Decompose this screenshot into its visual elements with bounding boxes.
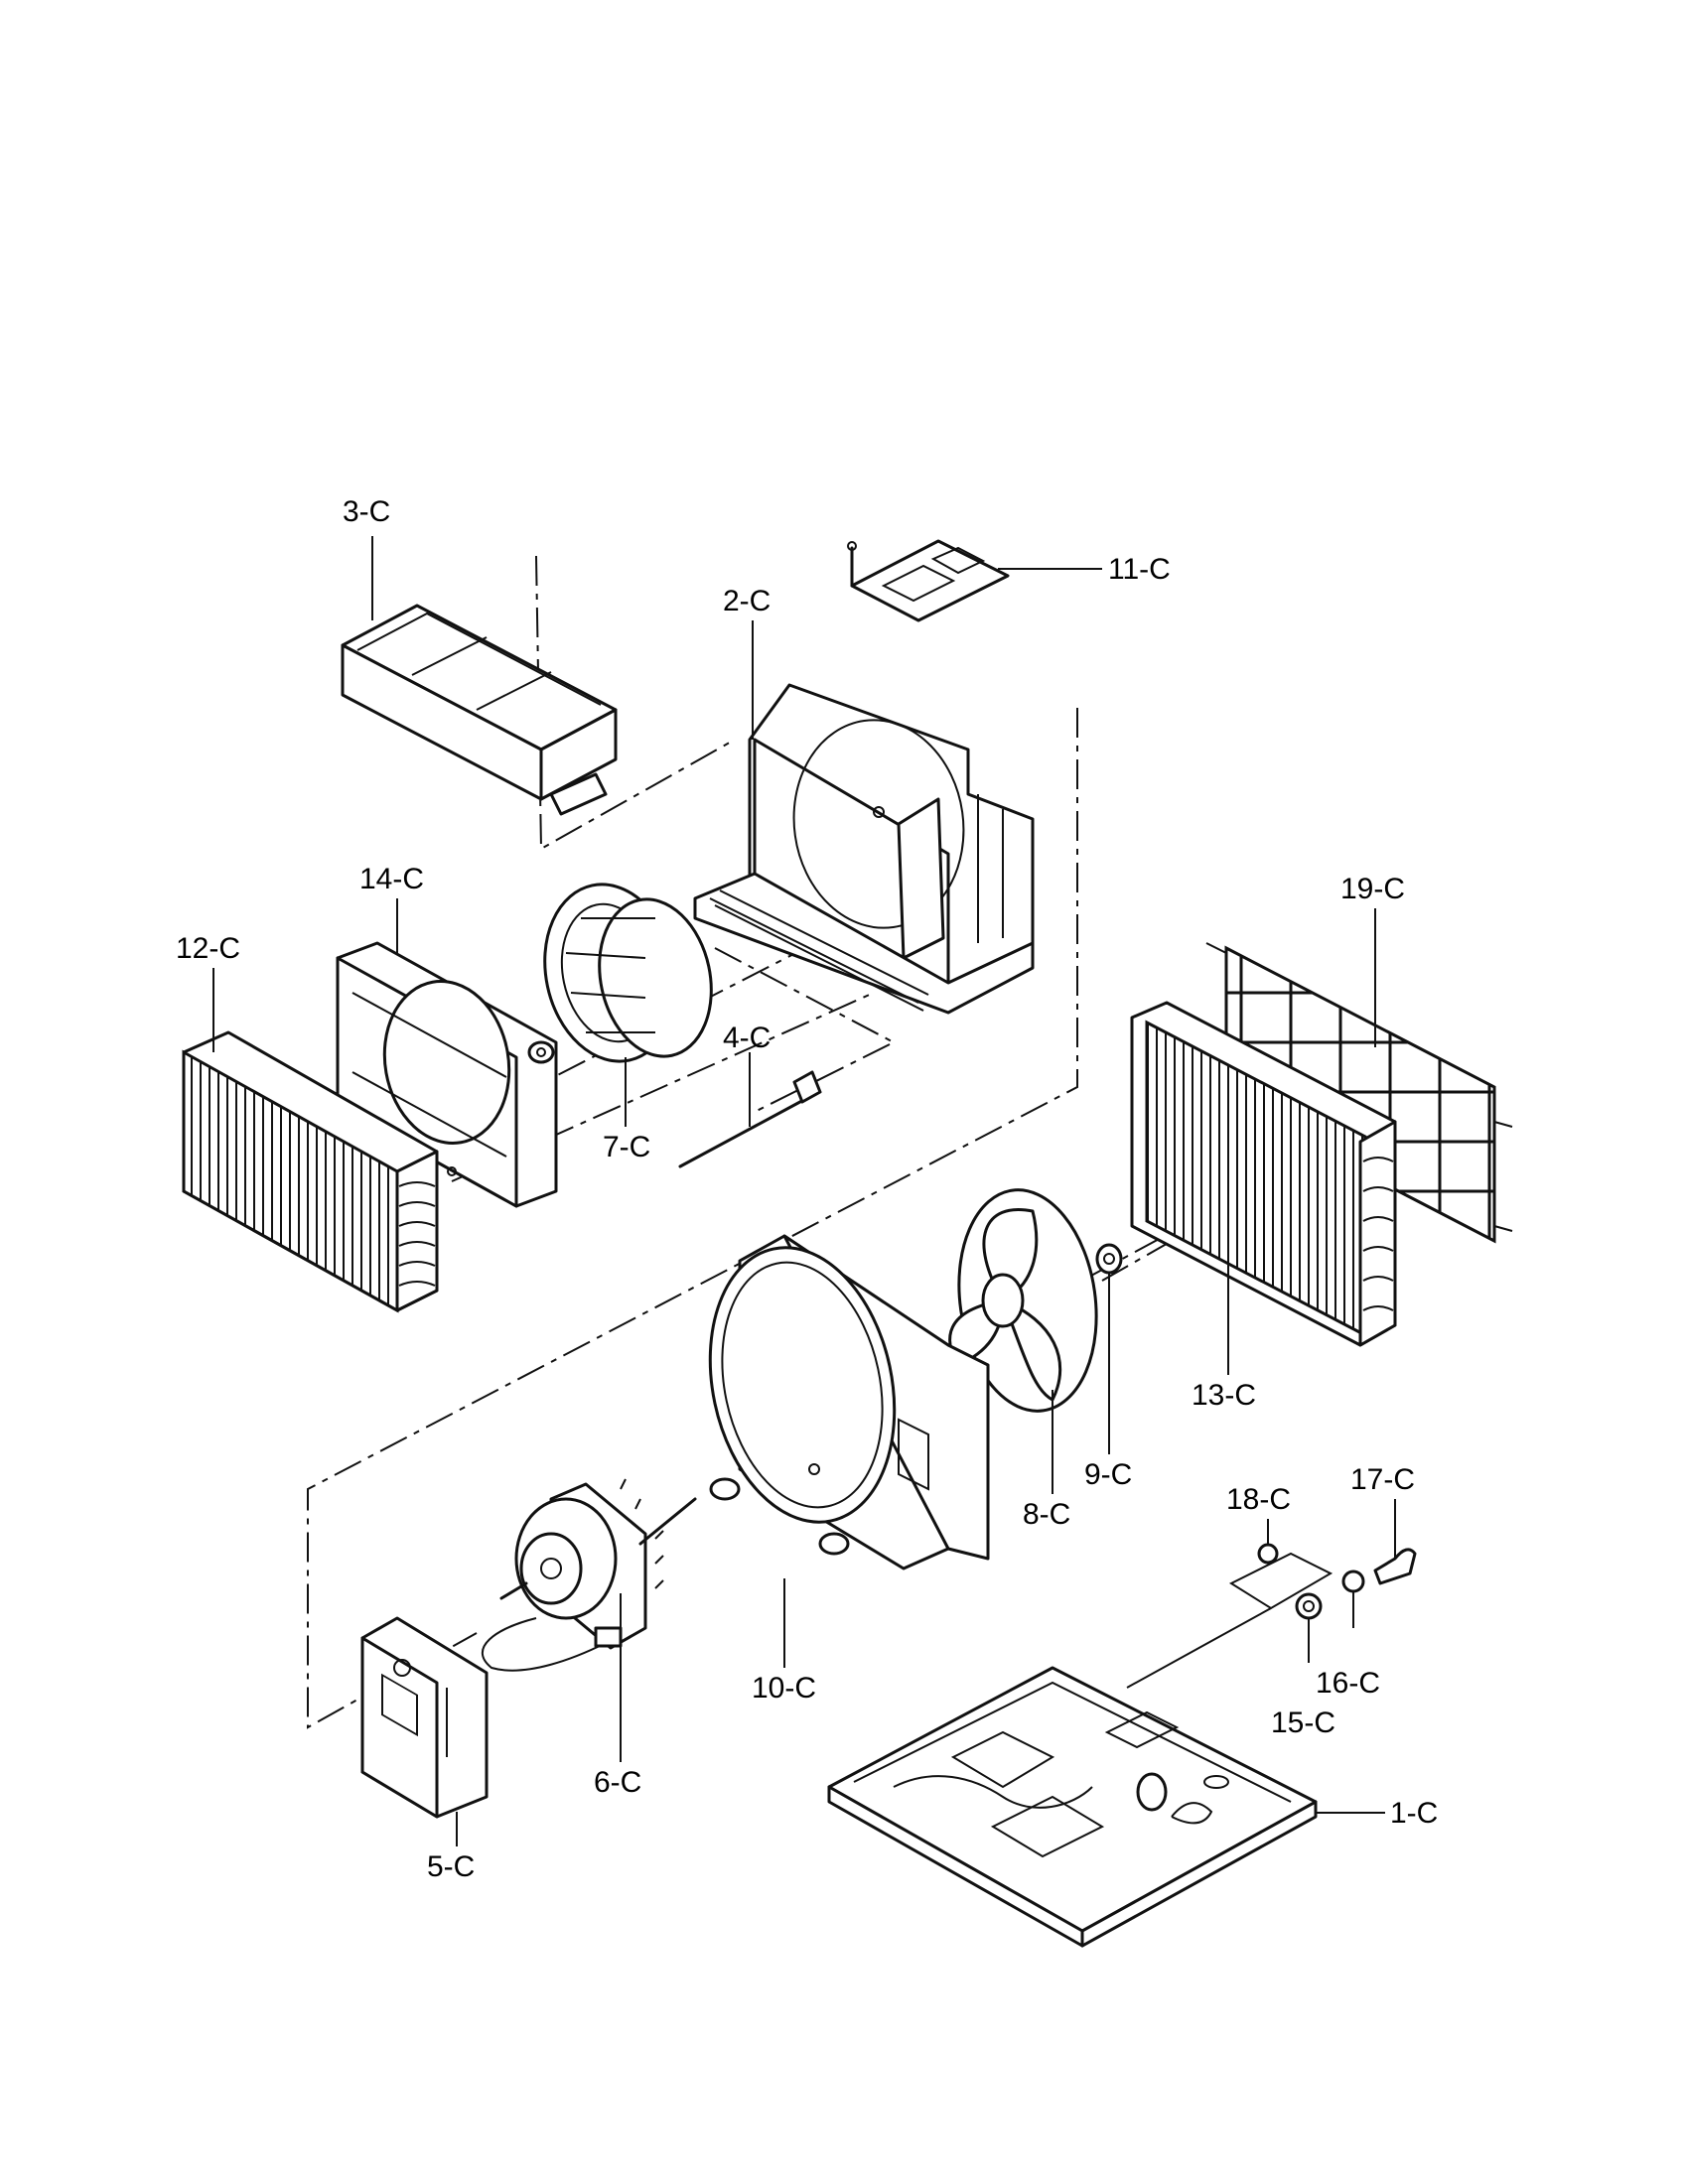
label-12c: 12-C bbox=[176, 932, 240, 965]
label-17c: 17-C bbox=[1350, 1463, 1415, 1496]
part-5c-bracket bbox=[360, 1616, 489, 1819]
label-10c: 10-C bbox=[752, 1672, 816, 1705]
label-4c: 4-C bbox=[723, 1022, 771, 1054]
leader-lines bbox=[212, 536, 1396, 1846]
part-12c-evaporator-coil bbox=[182, 1030, 439, 1313]
part-1c-base-pan bbox=[827, 1666, 1318, 1948]
label-13c: 13-C bbox=[1192, 1379, 1256, 1412]
part-9c-clip bbox=[1095, 1243, 1123, 1275]
label-2c: 2-C bbox=[723, 585, 771, 617]
part-10c-fan-shroud bbox=[708, 1234, 990, 1570]
label-6c: 6-C bbox=[594, 1766, 641, 1799]
part-labels: 3-C 2-C 11-C 14-C 12-C 4-C 7-C 19-C 13-C… bbox=[176, 495, 1438, 1883]
label-15c: 15-C bbox=[1271, 1706, 1335, 1739]
part-4c-rod bbox=[678, 1070, 822, 1168]
label-8c: 8-C bbox=[1023, 1498, 1070, 1531]
part-3c-duct-box bbox=[341, 604, 618, 816]
small-fittings bbox=[1228, 1543, 1417, 1620]
label-3c: 3-C bbox=[343, 495, 390, 528]
part-14c-shroud-frame bbox=[336, 941, 558, 1208]
label-18c: 18-C bbox=[1226, 1483, 1291, 1516]
label-16c: 16-C bbox=[1316, 1667, 1380, 1700]
label-7c: 7-C bbox=[603, 1131, 650, 1163]
label-14c: 14-C bbox=[359, 863, 424, 895]
label-5c: 5-C bbox=[427, 1850, 475, 1883]
label-9c: 9-C bbox=[1084, 1458, 1132, 1491]
part-2c-housing bbox=[693, 683, 1035, 1015]
part-13c-condenser-coil bbox=[1130, 1001, 1397, 1347]
label-1c: 1-C bbox=[1390, 1797, 1438, 1830]
part-11c-bracket bbox=[847, 539, 1010, 622]
label-19c: 19-C bbox=[1340, 873, 1405, 905]
label-11c: 11-C bbox=[1108, 553, 1171, 586]
part-7c-blower-wheel bbox=[527, 883, 713, 1064]
part-6c-motor bbox=[481, 1478, 697, 1672]
